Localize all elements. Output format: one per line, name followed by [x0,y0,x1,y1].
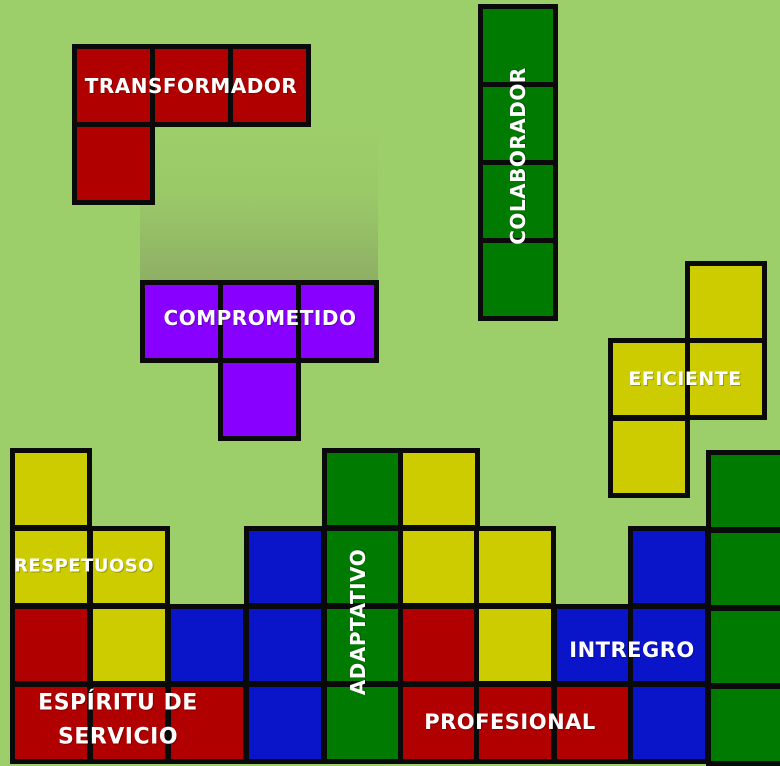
stack-cell [398,526,480,608]
stack-cell [628,526,710,608]
label-comprometido: COMPROMETIDO [164,306,357,330]
label-transformador: TRANSFORMADOR [85,74,298,98]
stack-cell [628,682,710,764]
label-espiritu-line2: SERVICIO [58,725,178,750]
stack-cell [706,684,780,766]
stack-cell [474,604,556,686]
stack-cell [706,450,780,532]
piece-eficiente-cell [685,261,767,343]
stack-cell [474,526,556,608]
label-adaptativo: ADAPTATIVO [346,549,370,695]
piece-comprometido-cell [218,358,301,441]
stack-cell [706,528,780,610]
label-colaborador: COLABORADOR [506,67,530,245]
stack-cell [244,526,326,608]
label-respetuoso: RESPETUOSO [14,556,154,577]
piece-colaborador-cell [478,238,558,321]
stack-cell [706,606,780,688]
stack-cell [322,448,404,530]
drop-shadow-gradient [140,130,378,280]
stack-cell [398,448,480,530]
stack-cell [244,682,326,764]
label-intregro: INTREGRO [569,638,695,662]
stack-cell [244,604,326,686]
stack-cell [166,604,248,686]
piece-eficiente-cell [608,416,690,498]
stack-cell [10,448,92,530]
label-eficiente: EFICIENTE [628,368,741,390]
stack-cell [10,604,92,686]
label-profesional: PROFESIONAL [424,710,596,734]
stack-cell [88,604,170,686]
label-espiritu-line1: ESPÍRITU DE [38,691,198,716]
piece-transformador-cell [72,122,155,205]
stack-cell [398,604,480,686]
